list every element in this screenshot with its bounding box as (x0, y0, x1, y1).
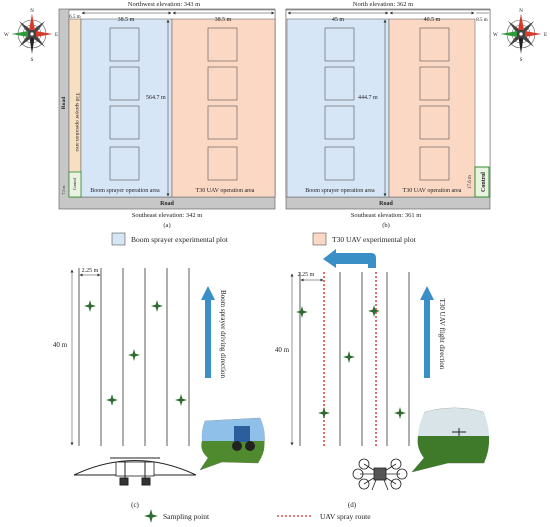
panel-c-crop-rows (78, 268, 190, 446)
panel-a-uav-area (171, 18, 276, 198)
panel-b-control-plot (474, 166, 490, 198)
panel-b-length: 444.7 m (358, 95, 378, 101)
uav-photo (411, 407, 490, 473)
panel-b-uav-plots (419, 27, 450, 181)
panel-b-caption: (b) (382, 222, 390, 229)
panel-b: North elevation: 362 m 45 m 40.5 m 8.5 m… (285, 1, 491, 229)
panel-c-direction: Boom sprayer driving direction (219, 290, 227, 379)
sampling-point-icon (296, 306, 308, 318)
legend-sampling-label: Sampling point (163, 512, 210, 521)
panel-d-direction-arrow (420, 286, 434, 378)
panel-c: 2.25 m 40 m Boom sprayer driving directi… (53, 268, 265, 509)
compass-left-n: N (30, 9, 34, 14)
sampling-point-icon (128, 349, 140, 361)
panel-c-direction-arrow (201, 286, 215, 378)
boom-sprayer-drawing (73, 457, 197, 486)
compass-right: N S E W (493, 9, 547, 63)
panel-a-boom-area-label: Boom sprayer operation area (90, 188, 160, 194)
sampling-point-icon (368, 305, 380, 317)
panel-b-control-length: 17.6 m (468, 175, 473, 189)
compass-left-w: W (4, 33, 9, 38)
uav-drone-drawing (352, 458, 408, 491)
compass-right-s: S (520, 58, 523, 63)
panel-d-direction: T30 UAV flight direction (438, 299, 446, 370)
compass-left-s: S (31, 58, 34, 63)
legend-bottom: Sampling point UAV spray route (144, 509, 371, 523)
legend-boom-label: Boom sprayer experimental plot (131, 235, 229, 244)
panel-a: Northwest elevation: 343 m 6.5 m 38.5 m … (58, 1, 276, 229)
panel-b-top-elevation: North elevation: 362 m (353, 1, 413, 8)
sampling-point-icon (84, 300, 96, 312)
sampling-point-icon (175, 394, 187, 406)
panel-a-road-left: Road (61, 97, 67, 110)
panel-c-caption: (c) (131, 501, 139, 509)
panel-b-boom-plots (324, 27, 355, 181)
panel-a-control-plot (68, 171, 82, 198)
panel-b-uav-area (388, 18, 476, 198)
panel-a-length: 564.7 m (146, 95, 166, 101)
panel-a-side-area-label: T30 sprayer operation area (74, 92, 80, 152)
panel-b-width-3: 8.5 m (476, 18, 488, 23)
panel-a-caption: (a) (163, 222, 170, 229)
panel-d-length: 40 m (275, 346, 290, 354)
panel-b-boom-area (286, 18, 390, 198)
compass-left: N S E W (4, 9, 58, 63)
panel-b-bottom-elevation: Southeast elevation: 361 m (351, 212, 422, 219)
panel-b-boom-area-label: Boom sprayer operation area (305, 188, 375, 194)
panel-a-width-2: 38.5 m (118, 17, 135, 23)
sampling-point-icon (106, 394, 118, 406)
compass-right-n: N (519, 9, 523, 14)
panel-d-sampling-points (296, 305, 406, 419)
panel-d-caption: (d) (348, 501, 357, 509)
panel-a-boom-plots (109, 27, 140, 181)
compass-right-w: W (493, 33, 498, 38)
panel-a-road-bottom: Road (160, 201, 174, 207)
panel-a-control-width: 7.5 m (61, 185, 66, 195)
compass-right-e: E (544, 33, 547, 38)
panel-b-width-1: 45 m (332, 17, 345, 23)
sampling-point-icon (343, 351, 355, 363)
panel-c-row-spacing: 2.25 m (82, 268, 99, 274)
panel-b-control-label: Control (481, 172, 487, 192)
panel-a-bottom-elevation: Southeast elevation: 342 m (132, 212, 203, 219)
boom-sprayer-photo (199, 417, 265, 471)
panel-d-turn-arrow (323, 249, 376, 268)
panel-b-width-2: 40.5 m (424, 17, 441, 23)
panel-a-width-1: 6.5 m (69, 15, 81, 20)
panel-d-row-spacing: 2.25 m (298, 272, 315, 278)
legend-uav-label: T30 UAV experimental plot (332, 235, 417, 244)
legend-plots: Boom sprayer experimental plot T30 UAV e… (111, 232, 417, 246)
legend-uav-swatch (312, 232, 327, 246)
panel-a-uav-area-label: T30 UAV operation area (196, 188, 255, 194)
sampling-point-icon (144, 509, 158, 523)
compass-left-e: E (55, 33, 58, 38)
panel-d: 2.25 m 40 m T30 UAV flight direction (d) (275, 249, 490, 509)
panel-a-control-label: Control (72, 177, 77, 190)
sampling-point-icon (394, 407, 406, 419)
panel-a-boom-area (80, 18, 173, 198)
panel-b-uav-area-label: T30 UAV operation area (403, 188, 462, 194)
panel-d-crop-rows (299, 272, 410, 446)
sampling-point-icon (318, 407, 330, 419)
legend-sampling-star (144, 509, 158, 523)
panel-a-width-3: 38.5 m (215, 17, 232, 23)
legend-route-label: UAV spray route (320, 512, 371, 521)
panel-c-sampling-points (84, 300, 187, 406)
sampling-point-icon (151, 300, 163, 312)
panel-a-top-elevation: Northwest elevation: 343 m (128, 1, 200, 8)
panel-c-length: 40 m (53, 341, 68, 349)
panel-b-road-bottom: Road (379, 201, 393, 207)
panel-a-uav-plots (207, 27, 238, 181)
legend-boom-swatch (111, 232, 126, 246)
